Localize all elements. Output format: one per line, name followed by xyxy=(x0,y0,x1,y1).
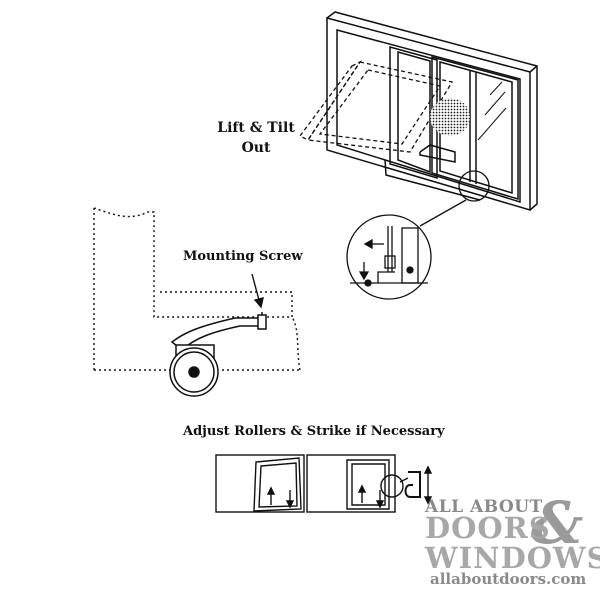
roller-assembly xyxy=(169,312,267,397)
screen-mesh xyxy=(430,98,470,136)
watermark-ampersand: & xyxy=(531,489,584,557)
watermark-url: allaboutdoors.com xyxy=(430,570,587,588)
lift-tilt-line-2: Out xyxy=(241,140,271,156)
watermark-all-about: ALL ABOUT xyxy=(425,497,543,517)
strike-adjust-panels xyxy=(215,454,433,513)
mounting-screw-arrow xyxy=(251,273,264,309)
door-bottom-dotted-outline xyxy=(93,207,301,371)
lift-and-tilt-out-label: Lift & Tilt Out xyxy=(214,118,298,158)
adjust-rollers-label: Adjust Rollers & Strike if Necessary xyxy=(183,424,445,439)
mounting-screw-label: Mounting Screw xyxy=(183,249,303,264)
door-frame-illustration xyxy=(326,11,538,212)
tilted-panel-dashed xyxy=(299,60,454,153)
detail-callout xyxy=(346,170,490,300)
lift-tilt-line-1: Lift & Tilt xyxy=(217,120,295,136)
watermark-windows: WINDOWS xyxy=(425,541,600,575)
watermark-doors: DOORS xyxy=(425,511,551,545)
